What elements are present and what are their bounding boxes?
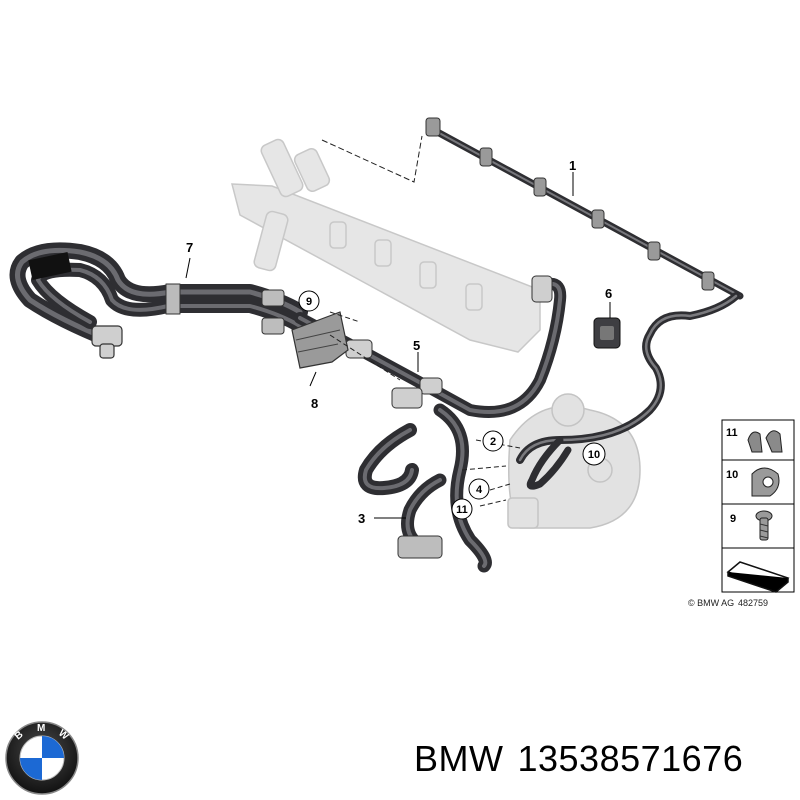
part-caption: BMW 13538571676	[414, 738, 757, 780]
callout-3: 3	[358, 511, 365, 526]
hose-clamp-icon	[751, 467, 780, 497]
fuel-return-hose-7	[9, 242, 308, 348]
dashed-leaders-pump	[329, 311, 521, 507]
legend-label-11: 11	[726, 427, 738, 439]
small-parts-legend: 11 10 9	[721, 419, 795, 593]
callout-10: 10	[588, 449, 600, 461]
circled-callouts: 9 2 4 11 10	[298, 290, 606, 520]
logo-letter-m: M	[37, 723, 45, 734]
callout-4: 4	[476, 484, 483, 496]
callout-9: 9	[306, 296, 312, 308]
clip-icon	[747, 430, 783, 453]
gasket-icon	[726, 561, 790, 593]
callout-circle-11	[451, 498, 473, 520]
screw-icon	[755, 510, 773, 541]
brand-name: BMW	[414, 738, 504, 779]
callout-5: 5	[413, 338, 420, 353]
callout-circle-4	[468, 478, 490, 500]
callout-1: 1	[569, 158, 576, 173]
leader-lines	[185, 172, 611, 519]
hose-connector-end-7	[91, 325, 123, 359]
bracket-8	[291, 311, 349, 369]
clamp-6	[593, 317, 621, 349]
part-number: 13538571676	[517, 738, 744, 779]
ghost-fuel-rail	[231, 138, 541, 353]
return-line-to-pump	[516, 292, 740, 490]
callout-labels: 1 7 6 5 8 3	[186, 158, 612, 526]
callout-circle-10	[582, 442, 606, 466]
callout-8: 8	[311, 396, 318, 411]
callout-circle-2	[482, 430, 504, 452]
callout-6: 6	[605, 286, 612, 301]
legend-label-10: 10	[726, 469, 738, 481]
callout-11: 11	[456, 504, 468, 516]
bmw-logo: B M W	[5, 721, 79, 795]
connector-fittings	[261, 289, 285, 335]
diagram-number: 482759	[738, 598, 768, 608]
fuel-feed-hose-5	[294, 275, 567, 418]
ghost-high-pressure-pump	[507, 393, 641, 529]
callout-circle-9	[298, 290, 320, 312]
dashed-leader-rail	[321, 135, 423, 183]
fuel-injection-line-1	[425, 117, 744, 300]
copyright-label: © BMW AG	[688, 598, 734, 608]
callout-7: 7	[186, 240, 193, 255]
legend-label-9: 9	[730, 513, 736, 525]
callout-2: 2	[490, 436, 496, 448]
